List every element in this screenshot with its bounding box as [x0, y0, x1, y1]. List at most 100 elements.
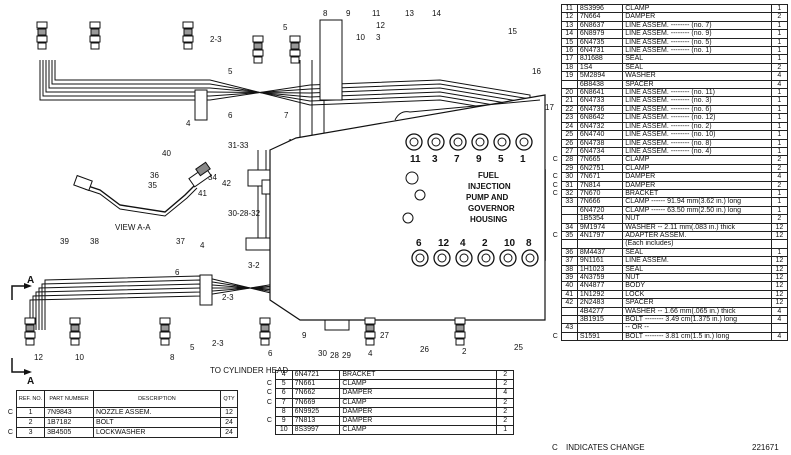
port-number: 3: [432, 154, 438, 165]
quantity: 2: [770, 62, 789, 73]
nozzle: [259, 317, 271, 346]
ref-number: 16: [560, 46, 578, 56]
part-number: 6N4731: [576, 46, 624, 56]
ref-number: 31: [560, 180, 578, 190]
callout-number: 9: [346, 9, 351, 18]
part-number: 4B4277: [576, 306, 624, 317]
change-mark: [550, 30, 561, 38]
description: DAMPER: [622, 172, 772, 182]
nozzle: [182, 21, 194, 50]
quantity: 1: [770, 146, 789, 157]
quantity: [770, 239, 789, 249]
part-number: 6N9925: [291, 406, 341, 418]
callout-number: 2-3: [210, 35, 222, 44]
change-mark: [550, 55, 561, 63]
quantity: 1: [770, 88, 789, 98]
port-number: 7: [454, 154, 460, 165]
change-mark: [550, 80, 561, 88]
quantity: 1: [770, 3, 789, 14]
change-mark: [550, 316, 561, 324]
callout-number: 3: [376, 33, 381, 42]
callout-number: 30: [318, 349, 327, 358]
part-number: 4N1797: [576, 230, 624, 241]
ref-number: [560, 331, 578, 342]
port-number: 5: [498, 154, 504, 165]
description: NUT: [622, 272, 772, 283]
outlet-port: [493, 133, 511, 151]
fuel-line: [257, 150, 267, 250]
header-qty: QTY: [220, 390, 238, 408]
part-number: 7N669: [291, 397, 341, 408]
part-number: 7N664: [576, 12, 624, 22]
part-number: 7N9843: [44, 407, 94, 418]
part-number: 6N2751: [576, 163, 624, 174]
change-mark: C: [266, 417, 272, 425]
callout-number: 3-2: [248, 261, 260, 270]
ref-number: 30: [560, 172, 578, 182]
outlet-port-bore: [431, 137, 441, 147]
description: SPACER: [622, 298, 772, 308]
nozzle: [89, 21, 101, 50]
part-number: 6N8642: [576, 113, 624, 123]
change-mark: [550, 299, 561, 307]
change-mark: [550, 114, 561, 122]
callout-number: 29: [342, 351, 351, 360]
description: LINE ASSEM. -------- (no. 3): [622, 96, 772, 106]
part-number: 4N4877: [576, 281, 624, 291]
quantity: 1: [770, 197, 789, 207]
ref-number: 32: [560, 188, 578, 199]
callout-number: 11: [372, 9, 381, 18]
description: SEAL: [622, 264, 772, 275]
part-number: 6N4733: [576, 96, 624, 106]
outlet-port: [455, 249, 473, 267]
outlet-port: [521, 249, 539, 267]
ref-number: 41: [560, 289, 578, 300]
section-marker-top: A: [11, 275, 34, 300]
description: WASHER -- 1.66 mm(.065 in.) thick: [622, 306, 772, 317]
quantity: 12: [770, 272, 789, 283]
description: LINE ASSEM. -------- (no. 11): [622, 88, 772, 98]
ref-number: 12: [560, 12, 578, 22]
ref-number: 22: [560, 104, 578, 115]
callout-number: 4: [200, 241, 205, 250]
part-number: 8J1688: [576, 54, 624, 64]
callout-number: 25: [514, 343, 523, 352]
callout-number: 36: [150, 171, 159, 180]
callout-number: 28: [330, 351, 339, 360]
description: NUT: [622, 214, 772, 224]
description: DAMPER: [622, 180, 772, 190]
part-number: 6N4740: [576, 130, 624, 140]
callout-number: 6: [268, 349, 273, 358]
housing-plug: [414, 189, 426, 201]
quantity: 1: [770, 104, 789, 115]
description: LINE ASSEM. -------- (no. 6): [622, 104, 772, 115]
callout-number: 4: [186, 119, 191, 128]
nozzle-row: [24, 21, 466, 346]
change-mark: [550, 5, 561, 13]
description: CLAMP: [622, 163, 772, 174]
housing-label-line: GOVERNOR: [468, 204, 515, 213]
ref-number: 39: [560, 272, 578, 283]
quantity: 4: [770, 315, 789, 325]
quantity: 1: [770, 20, 789, 31]
line-clamp: [199, 274, 213, 306]
change-mark: [550, 282, 561, 290]
quantity: 2: [496, 369, 514, 381]
header-desc: DESCRIPTION: [92, 390, 222, 408]
ref-number: 37: [560, 256, 578, 266]
nozzle: [36, 21, 48, 50]
outlet-port: [515, 133, 533, 151]
